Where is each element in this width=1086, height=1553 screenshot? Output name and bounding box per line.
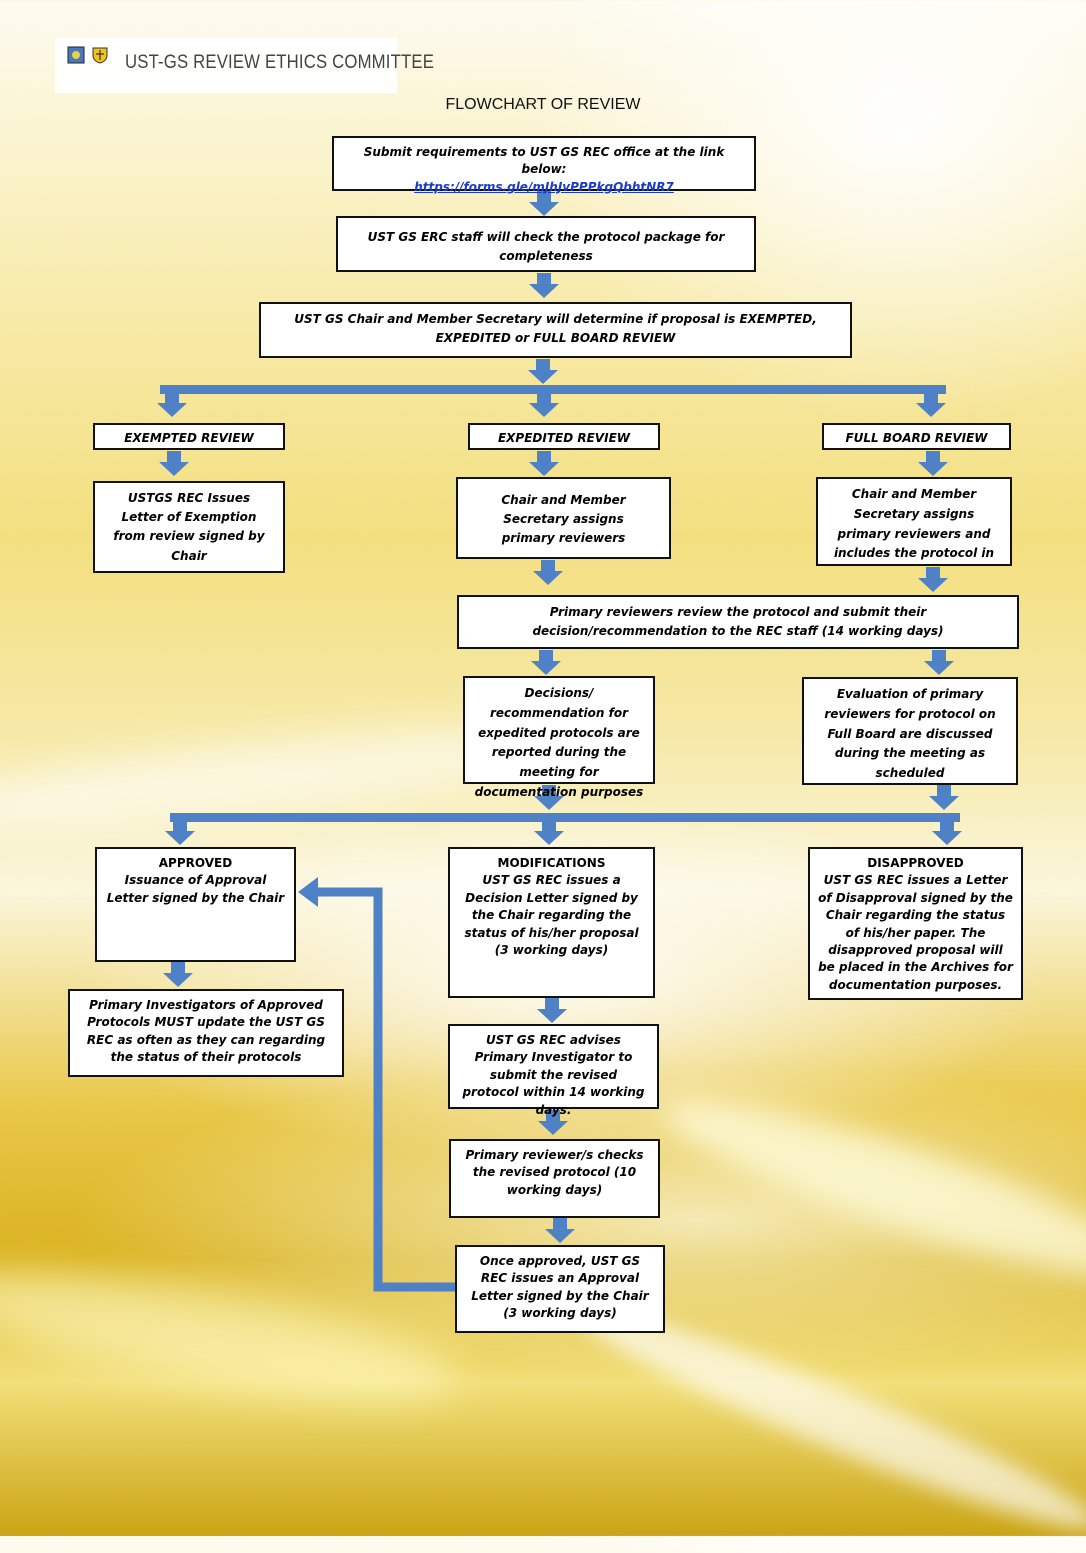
committee-title: UST-GS REVIEW ETHICS COMMITTEE	[125, 52, 435, 73]
arrow-left-icon	[298, 877, 318, 907]
disapproved-text: UST GS REC issues a Letter of Disapprova…	[818, 873, 1013, 992]
expedited-report-box: Decisions/ recommendation for expedited …	[463, 676, 655, 799]
exempted-label: EXEMPTED REVIEW	[124, 431, 254, 445]
advise-resubmit-text: UST GS REC advises Primary Investigator …	[462, 1033, 645, 1117]
determine-box: UST GS Chair and Member Secretary will d…	[259, 302, 852, 358]
exemption-letter-text: USTGS REC Issues Letter of Exemption fro…	[113, 491, 265, 563]
arrow-down-icon	[528, 359, 558, 384]
flowchart-title: FLOWCHART OF REVIEW	[445, 96, 641, 113]
arrow-down-icon	[918, 567, 948, 592]
arrow-down-icon	[529, 451, 559, 476]
arrow-down-icon	[163, 962, 193, 987]
advise-resubmit-box: UST GS REC advises Primary Investigator …	[448, 1024, 659, 1117]
fullboard-label-box: FULL BOARD REVIEW	[822, 423, 1011, 450]
disapproved-box: DISAPPROVED UST GS REC issues a Letter o…	[808, 847, 1023, 1000]
arrow-down-icon	[537, 998, 567, 1023]
arrow-down-icon	[529, 392, 559, 417]
branch-connector	[160, 385, 946, 394]
header-banner: UST-GS REVIEW ETHICS COMMITTEE	[55, 38, 434, 93]
fullboard-evaluation-box: Evaluation of primary reviewers for prot…	[802, 677, 1018, 785]
arrow-down-icon	[531, 650, 561, 675]
exempted-label-box: EXEMPTED REVIEW	[93, 423, 285, 450]
check-text: UST GS ERC staff will check the protocol…	[367, 230, 725, 264]
final-approval-text: Once approved, UST GS REC issues an Appr…	[471, 1254, 649, 1321]
modifications-box: MODIFICATIONS UST GS REC issues a Decisi…	[448, 847, 655, 998]
arrow-down-icon	[929, 785, 959, 810]
check-box: UST GS ERC staff will check the protocol…	[336, 216, 756, 272]
recheck-box: Primary reviewer/s checks the revised pr…	[449, 1139, 660, 1218]
arrow-down-icon	[545, 1218, 575, 1243]
submit-box: Submit requirements to UST GS REC office…	[332, 136, 756, 194]
approved-box: APPROVED Issuance of Approval Letter sig…	[95, 847, 296, 962]
arrow-down-icon	[924, 650, 954, 675]
fullboard-assign-box: Chair and Member Secretary assigns prima…	[816, 477, 1012, 566]
exemption-letter-box: USTGS REC Issues Letter of Exemption fro…	[93, 481, 285, 573]
expedited-label: EXPEDITED REVIEW	[497, 431, 630, 445]
arrow-down-icon	[534, 820, 564, 845]
modifications-text: UST GS REC issues a Decision Letter sign…	[464, 873, 639, 957]
submission-link[interactable]: https://forms.gle/mJhJvPPPkgQbhtNR7	[414, 179, 674, 194]
approved-label: APPROVED	[158, 856, 233, 870]
fullboard-assign-text: Chair and Member Secretary assigns prima…	[833, 487, 995, 561]
fullboard-evaluation-text: Evaluation of primary reviewers for prot…	[824, 687, 996, 781]
primary-review-text: Primary reviewers review the protocol an…	[532, 605, 944, 638]
approved-followup-box: Primary Investigators of Approved Protoc…	[68, 989, 344, 1077]
final-approval-box: Once approved, UST GS REC issues an Appr…	[455, 1245, 665, 1333]
submit-text: Submit requirements to UST GS REC office…	[363, 145, 725, 177]
expedited-assign-box: Chair and Member Secretary assigns prima…	[456, 477, 671, 559]
committee-seal-icon	[67, 46, 85, 64]
arrow-down-icon	[916, 392, 946, 417]
disapproved-label: DISAPPROVED	[867, 856, 964, 870]
arrow-down-icon	[529, 273, 559, 298]
arrow-down-icon	[157, 392, 187, 417]
expedited-assign-text: Chair and Member Secretary assigns prima…	[501, 493, 626, 546]
determine-text: UST GS Chair and Member Secretary will d…	[294, 312, 817, 345]
arrow-down-icon	[165, 820, 195, 845]
arrow-down-icon	[533, 560, 563, 585]
fullboard-label: FULL BOARD REVIEW	[845, 431, 988, 445]
modifications-label: MODIFICATIONS	[497, 856, 606, 870]
branch-connector	[170, 813, 960, 822]
arrow-down-icon	[918, 451, 948, 476]
approved-followup-text: Primary Investigators of Approved Protoc…	[86, 998, 326, 1065]
arrow-down-icon	[932, 820, 962, 845]
arrow-down-icon	[159, 451, 189, 476]
expedited-report-text: Decisions/ recommendation for expedited …	[474, 686, 644, 799]
expedited-label-box: EXPEDITED REVIEW	[468, 423, 660, 450]
university-crest-icon	[92, 47, 108, 64]
approved-text: Issuance of Approval Letter signed by th…	[106, 873, 285, 905]
recheck-text: Primary reviewer/s checks the revised pr…	[465, 1148, 644, 1197]
loop-back-connector	[316, 887, 456, 1292]
primary-review-box: Primary reviewers review the protocol an…	[457, 595, 1019, 649]
